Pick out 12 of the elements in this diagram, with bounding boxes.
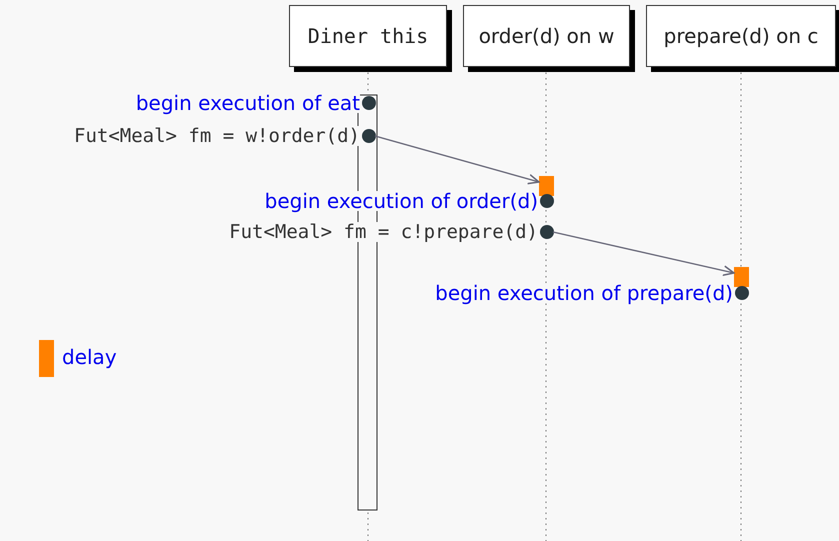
event-dot xyxy=(540,194,554,208)
execution-note: Fut<Meal> fm = w!order(d) xyxy=(74,126,360,146)
event-dot xyxy=(735,286,749,300)
delay-bar xyxy=(539,176,554,196)
message-arrow xyxy=(552,231,735,276)
event-dot xyxy=(540,225,554,239)
delay-bar xyxy=(734,267,749,287)
execution-note: begin execution of eat xyxy=(136,93,360,113)
execution-note: begin execution of prepare(d) xyxy=(435,283,733,303)
message-arrow xyxy=(374,135,540,184)
execution-note: begin execution of order(d) xyxy=(264,191,538,211)
legend-label: delay xyxy=(62,347,117,367)
